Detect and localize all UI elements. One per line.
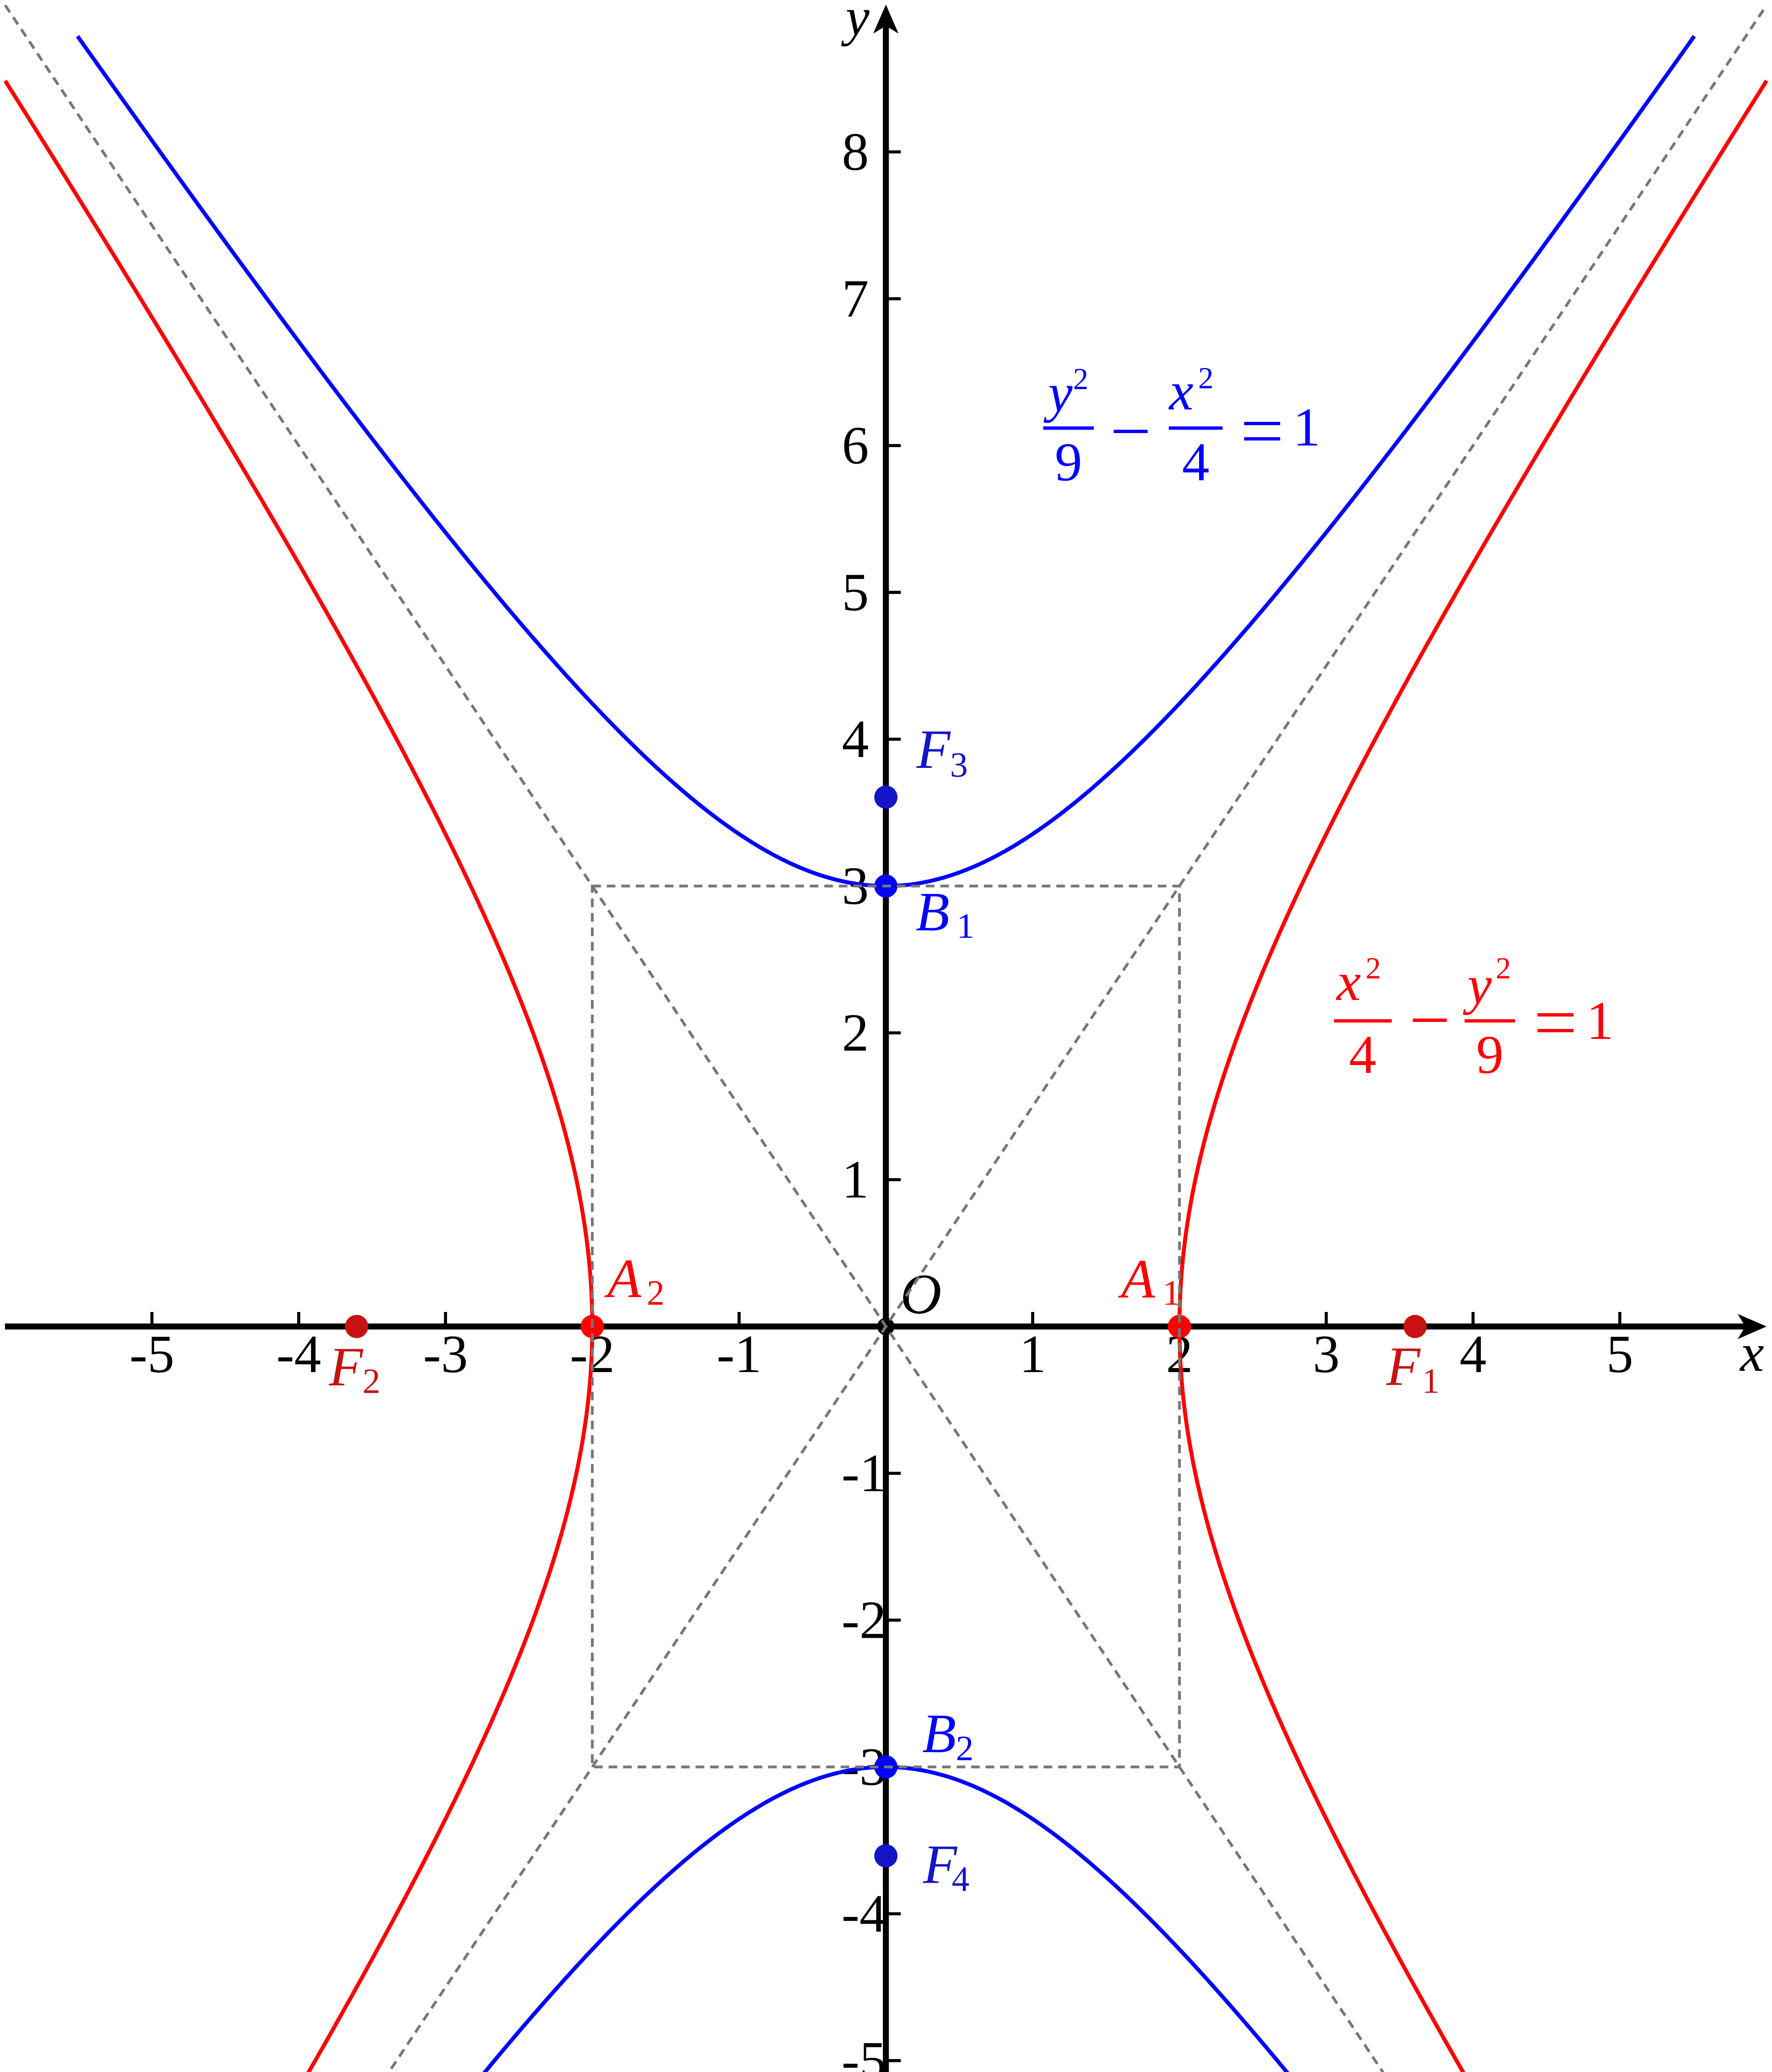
svg-text:B: B <box>922 1703 956 1764</box>
svg-text:2: 2 <box>1198 361 1214 395</box>
svg-text:6: 6 <box>842 416 869 475</box>
svg-text:F: F <box>329 1336 363 1397</box>
svg-text:B: B <box>916 881 950 942</box>
svg-text:y: y <box>1043 362 1073 423</box>
svg-text:-5: -5 <box>130 1324 174 1384</box>
svg-text:4: 4 <box>952 1859 969 1899</box>
svg-text:A: A <box>604 1248 642 1309</box>
svg-text:1: 1 <box>1422 1361 1440 1401</box>
svg-text:y: y <box>1463 954 1492 1015</box>
svg-text:3: 3 <box>1313 1324 1340 1384</box>
svg-text:-5: -5 <box>841 2031 886 2072</box>
svg-text:x: x <box>1168 361 1194 421</box>
svg-text:1: 1 <box>957 906 974 946</box>
svg-text:-4: -4 <box>276 1324 321 1384</box>
svg-text:1: 1 <box>1019 1324 1046 1384</box>
svg-text:F: F <box>916 719 951 780</box>
svg-text:1: 1 <box>842 1150 869 1210</box>
svg-text:2: 2 <box>842 1003 869 1063</box>
svg-text:1: 1 <box>1163 1273 1180 1313</box>
svg-text:5: 5 <box>842 563 869 622</box>
svg-text:2: 2 <box>647 1273 665 1313</box>
svg-text:9: 9 <box>1055 431 1082 492</box>
svg-text:3: 3 <box>950 745 968 784</box>
svg-text:2: 2 <box>1366 951 1381 985</box>
svg-text:x: x <box>1739 1323 1764 1383</box>
svg-text:4: 4 <box>1460 1324 1487 1384</box>
svg-text:5: 5 <box>1606 1324 1633 1384</box>
svg-text:1: 1 <box>1586 990 1614 1051</box>
svg-text:y: y <box>841 0 870 47</box>
svg-text:2: 2 <box>1073 362 1088 396</box>
svg-text:F: F <box>923 1834 957 1895</box>
svg-text:2: 2 <box>956 1728 974 1768</box>
svg-text:4: 4 <box>842 709 869 769</box>
svg-text:2: 2 <box>1496 951 1511 985</box>
svg-text:-3: -3 <box>423 1324 468 1384</box>
svg-text:A: A <box>1118 1248 1156 1310</box>
svg-text:9: 9 <box>1476 1024 1504 1085</box>
svg-text:2: 2 <box>363 1361 380 1401</box>
svg-text:-1: -1 <box>841 1443 886 1503</box>
svg-text:-2: -2 <box>841 1590 886 1650</box>
svg-text:4: 4 <box>1182 431 1209 492</box>
svg-text:-4: -4 <box>841 1884 886 1944</box>
svg-text:-1: -1 <box>717 1324 762 1384</box>
svg-text:8: 8 <box>842 122 869 182</box>
svg-text:4: 4 <box>1349 1024 1376 1085</box>
svg-text:F: F <box>1386 1336 1421 1397</box>
svg-text:7: 7 <box>842 269 869 329</box>
svg-text:x: x <box>1336 951 1361 1012</box>
svg-text:1: 1 <box>1293 397 1320 457</box>
